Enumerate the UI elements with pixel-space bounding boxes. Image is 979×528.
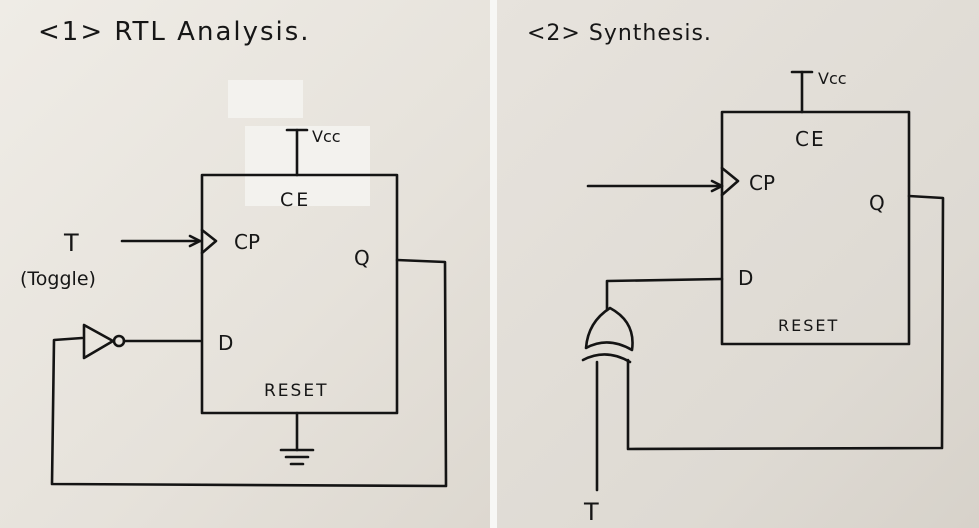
vcc-label: Vcc	[818, 69, 847, 88]
cp-label: CP	[749, 171, 775, 195]
rtl-analysis-title: <1> RTL Analysis.	[38, 17, 311, 47]
flip-flop-box	[720, 110, 911, 346]
synthesis-title: <2> Synthesis.	[527, 21, 712, 46]
reset-label: RESET	[264, 381, 328, 401]
d-label: D	[218, 331, 233, 355]
clock-triangle	[720, 166, 740, 197]
ce-label: CE	[795, 127, 826, 151]
wire-arrow	[188, 234, 202, 248]
inverter-icon	[82, 323, 115, 360]
clock-triangle	[200, 228, 218, 255]
t-label: T	[583, 498, 599, 526]
feedback-wire	[50, 258, 448, 488]
reset-label: RESET	[778, 316, 839, 335]
toggle-label: (Toggle)	[20, 268, 96, 290]
right-photo-panel	[497, 0, 979, 528]
rtl-analysis-diagram: <1> RTL Analysis. Vcc CE CP T (Toggle) Q…	[20, 17, 448, 488]
cp-label: CP	[234, 230, 260, 254]
inverter-bubble	[112, 334, 126, 348]
feedback-wire	[626, 194, 945, 451]
q-label: Q	[869, 191, 885, 215]
wire-arrow	[710, 179, 724, 193]
ce-label: CE	[280, 189, 311, 211]
t-label: T	[63, 229, 79, 257]
panel-divider	[490, 0, 497, 528]
vcc-label: Vcc	[312, 127, 341, 146]
d-input-wire	[605, 277, 724, 312]
xor-gate-curve	[581, 353, 632, 364]
synthesis-diagram: <2> Synthesis. Vcc CE CP Q D RESET	[527, 21, 945, 526]
flip-flop-box	[200, 173, 399, 415]
tape-patch	[228, 80, 303, 118]
q-label: Q	[354, 246, 370, 270]
xor-gate-icon	[584, 306, 634, 352]
tape-patch	[245, 126, 370, 206]
d-label: D	[738, 266, 753, 290]
